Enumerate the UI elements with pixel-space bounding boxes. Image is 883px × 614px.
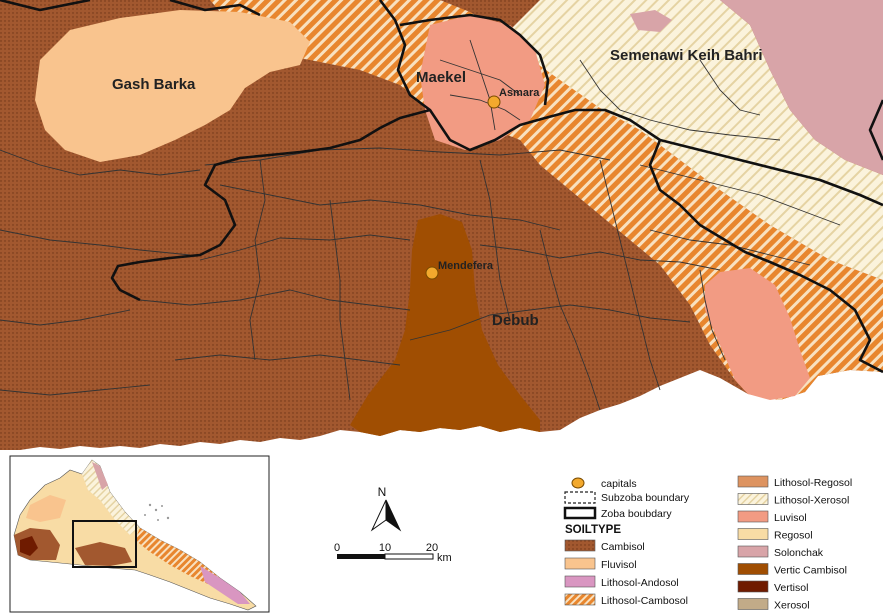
zoba-label-debub: Debub: [492, 312, 539, 329]
legend-label-lithosol-xerosol: Lithosol-Xerosol: [774, 495, 849, 507]
inset-vertic: [20, 536, 38, 556]
legend-swatch-fluvisol: [564, 557, 596, 570]
main-map: Gash Barka Maekel Semenawi Keih Bahri De…: [0, 0, 883, 450]
legend-soiltype-heading: SOILTYPE: [565, 524, 621, 536]
legend-swatch-lithosol-andosol: [564, 575, 596, 588]
dashed-box-icon: [564, 491, 596, 504]
scale-tick-10: 10: [379, 542, 391, 554]
capital-label-mendefera: Mendefera: [438, 260, 494, 272]
north-arrow-icon: [370, 499, 387, 532]
legend-label-solonchak: Solonchak: [774, 547, 824, 559]
legend-label-luvisol: Luvisol: [774, 512, 807, 524]
legend-swatch-xerosol: [737, 598, 769, 610]
capital-mendefera-dot: [425, 266, 439, 280]
legend-label-regosol: Regosol: [774, 530, 813, 542]
fluvisol-region: [35, 10, 310, 162]
capital-dot-icon: [571, 477, 585, 489]
legend-swatch-vertisol: [737, 580, 769, 593]
legend-label-vertisol: Vertisol: [774, 582, 808, 594]
inset-map: [9, 455, 270, 613]
luvisol-se-region: [705, 268, 810, 400]
scale-tick-20: 20: [426, 542, 438, 554]
legend-label-xerosol: Xerosol: [774, 600, 810, 612]
lithosol-xerosol-region: [510, 0, 883, 280]
legend-swatch-lithosol-regosol: [737, 475, 769, 488]
legend-swatch-cambisol: [564, 539, 596, 552]
legend-swatch-luvisol: [737, 510, 769, 523]
legend-label-vertic-cambisol: Vertic Cambisol: [774, 565, 847, 577]
capital-label-asmara: Asmara: [499, 87, 540, 99]
inset-lithosol-cambosol-strip: [135, 528, 220, 585]
legend-zoba: Zoba boubdary: [601, 508, 672, 520]
soil-legend-items: CambisolFluvisolLithosol-AndosolLithosol…: [564, 475, 852, 612]
inset-islands: [144, 503, 170, 521]
inset-extent-box: [72, 520, 137, 568]
legend: capitals Subzoba boundary Zoba boubdary …: [563, 475, 852, 612]
capital-asmara-dot: [487, 95, 501, 109]
inset-lithosol-andosol-strip: [200, 566, 250, 604]
inset-lithosol-xerosol-strip: [82, 460, 140, 535]
legend-subzoba: Subzoba boundary: [601, 492, 690, 504]
zoba-label-gash-barka: Gash Barka: [112, 76, 196, 93]
inset-cambisol-east: [75, 542, 132, 566]
inset-solonchak-strip: [92, 462, 108, 490]
legend-swatch-lithosol-xerosol: [737, 493, 769, 505]
scale-unit: km: [437, 552, 452, 564]
bold-box-icon: [563, 506, 597, 520]
scale-bar: 0 10 20 km: [334, 542, 452, 564]
legend-label-cambisol: Cambisol: [601, 541, 645, 553]
legend-label-lithosol-cambosol: Lithosol-Cambosol: [601, 595, 688, 607]
legend-capitals: capitals: [601, 478, 637, 490]
legend-swatch-lithosol-cambosol: [564, 593, 596, 606]
zoba-label-semenawi-keih-bahri: Semenawi Keih Bahri: [610, 47, 763, 64]
legend-label-lithosol-regosol: Lithosol-Regosol: [774, 477, 852, 489]
zoba-boundaries: [0, 0, 883, 374]
legend-label-lithosol-andosol: Lithosol-Andosol: [601, 577, 679, 589]
solonchak-spot: [630, 10, 672, 32]
legend-swatch-solonchak: [737, 545, 769, 558]
inset-fluvisol: [26, 495, 66, 522]
zoba-label-maekel: Maekel: [416, 69, 466, 86]
legend-swatch-vertic-cambisol: [737, 563, 769, 575]
north-arrow: N: [370, 485, 402, 532]
scale-tick-0: 0: [334, 542, 340, 554]
vertic-cambisol-region: [350, 214, 540, 436]
solonchak-region: [720, 0, 883, 175]
legend-swatch-regosol: [737, 528, 769, 540]
north-arrow-label: N: [378, 485, 387, 499]
legend-label-fluvisol: Fluvisol: [601, 559, 637, 571]
